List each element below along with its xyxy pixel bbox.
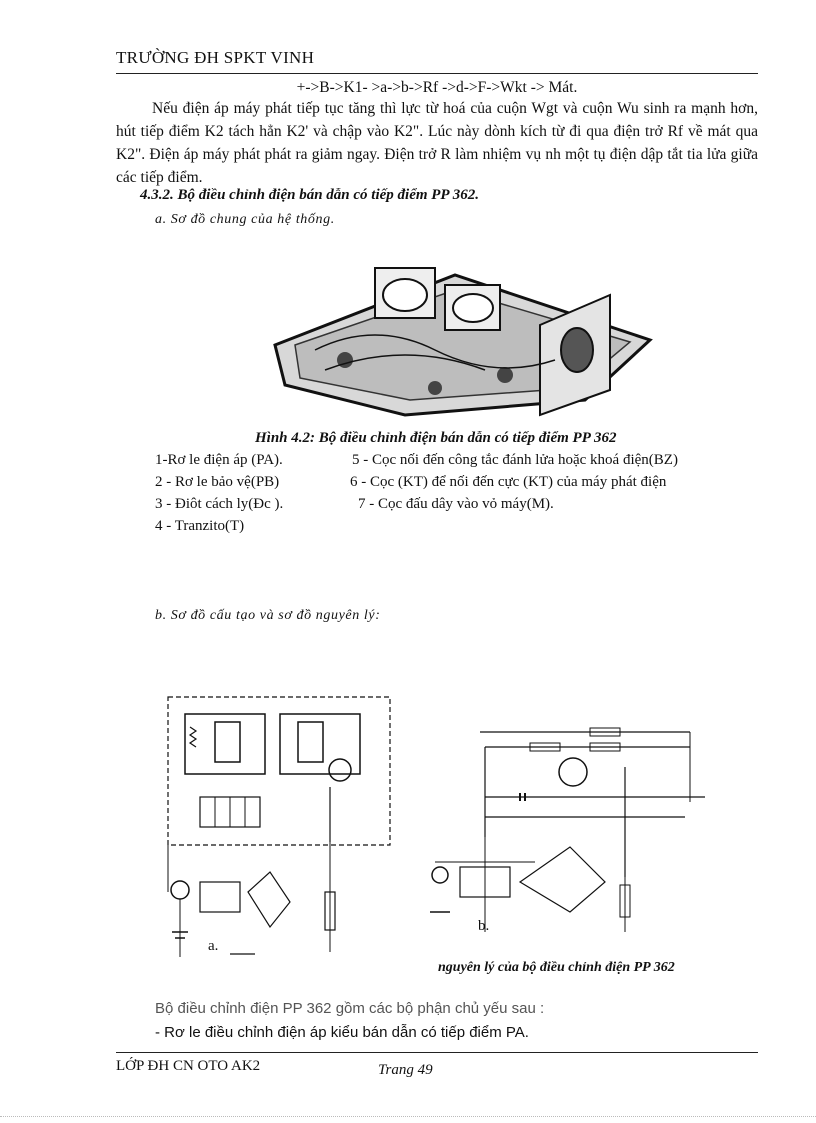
footer-class: LỚP ĐH CN OTO AK2 (116, 1058, 261, 1074)
legend-4: 4 - Tranzito(T) (155, 518, 245, 534)
schematic-a (167, 696, 391, 957)
header-rule (116, 73, 758, 74)
header-school: TRƯỜNG ĐH SPKT VINH (116, 48, 315, 67)
cut-line: Bộ điều chỉnh điện PP 362 gồm các bộ phậ… (155, 1000, 545, 1017)
sub-heading-a: a. Sơ đồ chung của hệ thống. (155, 212, 335, 227)
diagram-label-b: b. (478, 918, 490, 934)
legend-1: 1-Rơ le điện áp (PA). (155, 452, 283, 468)
bottom-dotted-edge (0, 1116, 816, 1117)
diagram-caption: nguyên lý của bộ điều chỉnh điện PP 362 (438, 960, 675, 975)
sub-heading-b: b. Sơ đồ cấu tạo và sơ đồ nguyên lý: (155, 608, 381, 623)
legend-7: 7 - Cọc đấu dây vào vỏ máy(M). (358, 496, 554, 512)
section-title: 4.3.2. Bộ điều chỉnh điện bán dẫn có tiế… (140, 187, 480, 203)
footer-rule (116, 1052, 758, 1053)
page-number: Trang 49 (378, 1062, 433, 1078)
diagram-label-a: a. (208, 938, 219, 954)
schematic-b (430, 727, 705, 932)
legend-6: 6 - Cọc (KT) để nối đến cực (KT) của máy… (350, 474, 667, 490)
formula-line: +->B->K1- >a->b->Rf ->d->F->Wkt -> Mát. (296, 79, 578, 96)
legend-3: 3 - Điôt cách ly(Đc ). (155, 496, 284, 512)
legend-2: 2 - Rơ le bảo vệ(PB) (155, 474, 280, 490)
figure-caption: Hình 4.2: Bộ điều chỉnh điện bán dẫn có … (255, 430, 617, 446)
legend-5: 5 - Cọc nối đến công tắc đánh lửa hoặc k… (352, 452, 678, 468)
body-paragraph: Nếu điện áp máy phát tiếp tục tăng thì l… (116, 100, 758, 186)
regulator-photo (273, 267, 653, 417)
bullet-item: - Rơ le điều chỉnh điện áp kiểu bán dẫn … (155, 1024, 529, 1041)
